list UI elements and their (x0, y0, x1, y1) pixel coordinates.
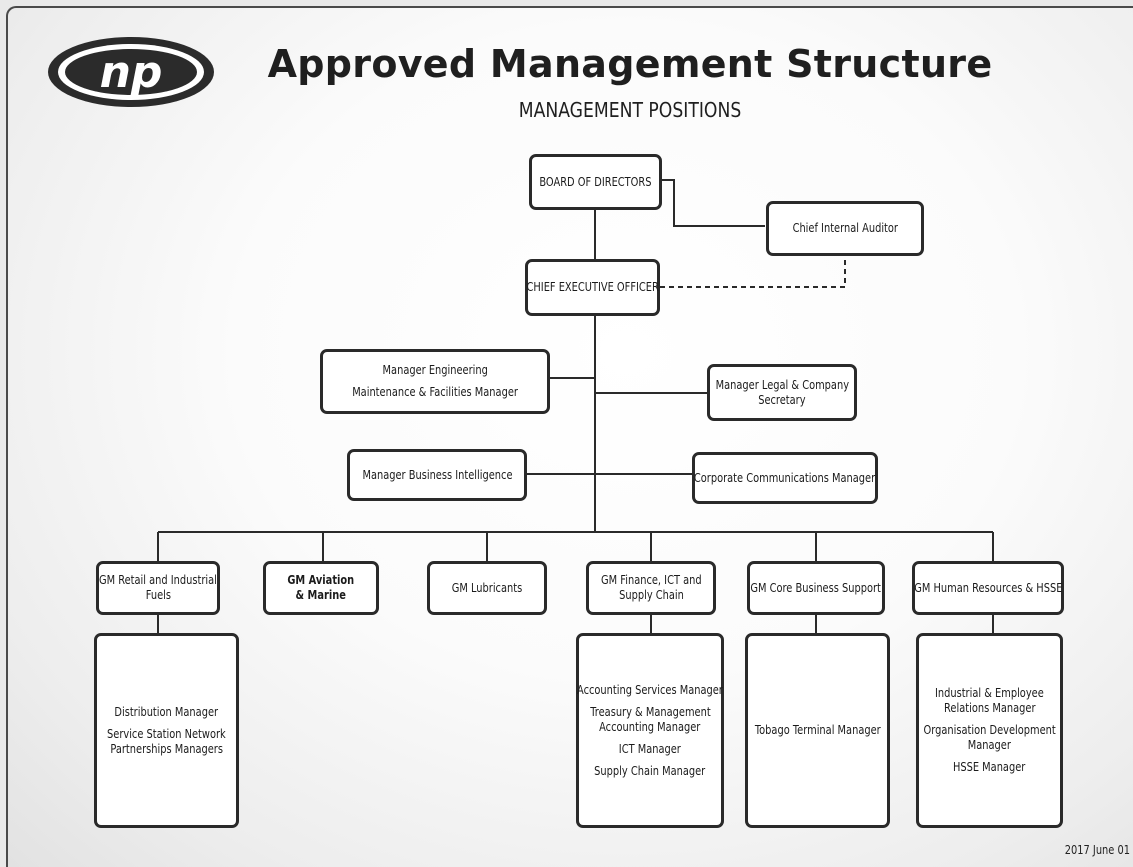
corporate-communications-box: Corporate Communications Manager (692, 452, 878, 504)
engineering-line-2: Maintenance & Facilities Manager (352, 385, 518, 399)
gm-retail-line-2: Fuels (145, 588, 171, 602)
chief-internal-auditor-box: Chief Internal Auditor (766, 201, 924, 256)
manager-legal-box: Manager Legal & Company Secretary (707, 364, 857, 421)
gm-aviation-line-2: & Marine (295, 588, 347, 602)
logo-text: np (100, 47, 163, 98)
corp-comms-label: Corporate Communications Manager (694, 470, 876, 485)
gm-lubricants-box: GM Lubricants (427, 561, 547, 615)
date-label: 2017 June 01 (1064, 843, 1130, 857)
np-logo: np (46, 35, 216, 109)
gm-hr-label: GM Human Resources & HSSE (913, 580, 1063, 595)
finance-report-1: Accounting Services Manager (577, 682, 723, 697)
gm-finance-line-2: Supply Chain (618, 588, 684, 602)
hr-report-5: HSSE Manager (953, 760, 1026, 774)
finance-report-4: ICT Manager (618, 741, 682, 756)
board-label: BOARD OF DIRECTORS (539, 174, 652, 189)
ceo-box: CHIEF EXECUTIVE OFFICER (525, 259, 660, 316)
bi-label: Manager Business Intelligence (361, 467, 513, 482)
legal-line-2: Secretary (758, 392, 806, 407)
manager-engineering-box: Manager Engineering Maintenance & Facili… (320, 349, 550, 414)
gm-core-business-box: GM Core Business Support (747, 561, 885, 615)
engineering-line-1: Manager Engineering (382, 363, 488, 377)
gm-retail-box: GM Retail and Industrial Fuels (96, 561, 220, 615)
hr-report-3: Organisation Development (923, 723, 1056, 737)
manager-business-intelligence-box: Manager Business Intelligence (347, 449, 527, 501)
gm-aviation-box: GM Aviation & Marine (263, 561, 379, 615)
ceo-label: CHIEF EXECUTIVE OFFICER (526, 280, 659, 294)
retail-report-3: Partnerships Managers (110, 741, 223, 756)
gm-human-resources-box: GM Human Resources & HSSE (912, 561, 1064, 615)
finance-report-5: Supply Chain Manager (594, 763, 706, 778)
auditor-label: Chief Internal Auditor (792, 221, 898, 235)
core-report-1: Tobago Terminal Manager (754, 723, 881, 737)
gm-lubricants-label: GM Lubricants (451, 580, 523, 595)
page-subtitle: MANAGEMENT POSITIONS (518, 98, 742, 122)
gm-retail-line-1: GM Retail and Industrial (99, 573, 217, 587)
gm-core-label: GM Core Business Support (750, 580, 882, 595)
gm-finance-box: GM Finance, ICT and Supply Chain (586, 561, 716, 615)
hr-reports-box: Industrial & Employee Relations Manager … (916, 633, 1063, 828)
core-reports-box: Tobago Terminal Manager (745, 633, 890, 828)
finance-report-3: Accounting Manager (599, 719, 701, 734)
retail-report-1: Distribution Manager (114, 704, 219, 719)
board-of-directors-box: BOARD OF DIRECTORS (529, 154, 662, 210)
gm-finance-line-1: GM Finance, ICT and (600, 573, 702, 587)
legal-line-1: Manager Legal & Company (715, 377, 849, 392)
finance-reports-box: Accounting Services Manager Treasury & M… (576, 633, 724, 828)
gm-aviation-line-1: GM Aviation (287, 573, 355, 587)
retail-report-2: Service Station Network (107, 726, 226, 741)
retail-reports-box: Distribution Manager Service Station Net… (94, 633, 239, 828)
page-title: Approved Management Structure (267, 42, 993, 86)
finance-report-2: Treasury & Management (589, 704, 711, 719)
hr-report-2: Relations Manager (943, 701, 1036, 715)
hr-report-1: Industrial & Employee (935, 686, 1044, 700)
hr-report-4: Manager (967, 738, 1012, 752)
